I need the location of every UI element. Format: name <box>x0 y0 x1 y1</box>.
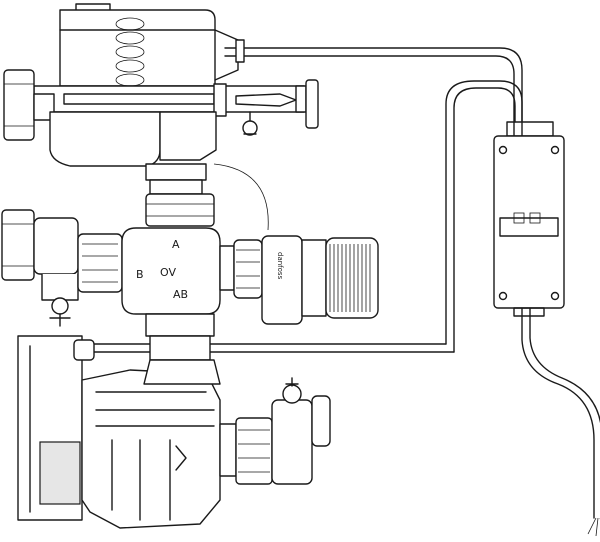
cable-lower <box>91 343 455 353</box>
mixing-valve-icon: A B AB OV <box>77 227 263 361</box>
thermostat-brand-label: danfoss <box>276 252 284 280</box>
center-mark-label: OV <box>160 266 176 279</box>
port-ab-label: AB <box>173 288 188 301</box>
cable-top <box>224 47 523 151</box>
pump-icon <box>17 335 331 529</box>
coupling-nut <box>145 163 269 231</box>
cable-output <box>521 307 600 537</box>
port-a-label: A <box>172 238 180 251</box>
cable-loop <box>445 80 523 353</box>
port-b-label: B <box>136 268 144 281</box>
actuator-icon <box>3 3 319 167</box>
left-inlet <box>1 209 79 327</box>
thermostat-head-icon: danfoss <box>261 235 379 325</box>
wiring-box-icon <box>493 121 565 317</box>
